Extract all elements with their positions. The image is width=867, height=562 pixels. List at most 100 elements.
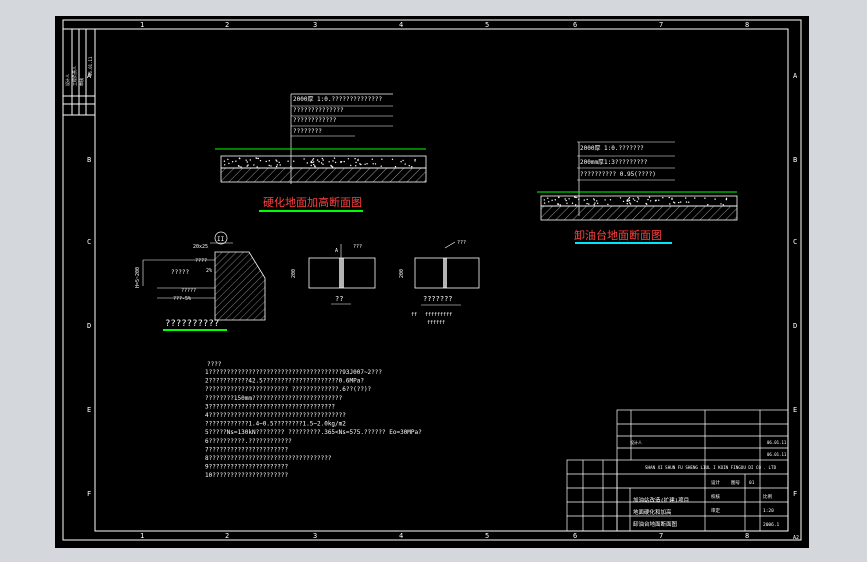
aggregate-dot [551, 199, 553, 201]
sheet-size: A2 [793, 535, 799, 541]
aggregate-dot [586, 202, 588, 205]
column-number-5: 5 [485, 532, 489, 540]
aggregate-dot [593, 204, 595, 206]
row-letter-C: C [793, 238, 797, 246]
aggregate-dot [619, 197, 622, 199]
aggregate-dot [607, 203, 609, 206]
aggregate-dot [237, 165, 240, 167]
aggregate-dot [275, 165, 278, 168]
aggregate-dot [310, 164, 312, 167]
aggregate-dot [414, 159, 416, 161]
detail-curb[interactable]: II 20x25 ????? ????? 2% H=5~200 ???? ???… [135, 231, 266, 331]
aggregate-dot [374, 163, 377, 165]
column-number-8: 8 [745, 21, 749, 29]
aggregate-dot [314, 166, 316, 168]
aggregate-dot [655, 200, 657, 202]
aggregate-dot [318, 161, 320, 163]
detail-joint-c[interactable]: ??? 200 ??????? ff fffffffff ffffff [399, 240, 480, 326]
aggregate-dot [246, 161, 248, 163]
aggregate-dot [239, 157, 241, 160]
tb-scale-value: 1:20 [763, 508, 774, 514]
aggregate-dot [411, 166, 413, 168]
aggregate-dot [279, 164, 281, 166]
aggregate-dot [668, 196, 670, 199]
aggregate-dot [276, 164, 278, 166]
tb-project-3: 卸油台地面断面图 [633, 520, 678, 528]
aggregate-dot [609, 199, 612, 201]
aggregate-dot [247, 164, 249, 166]
detail-b-label-1: A [335, 248, 338, 254]
tb-designer: 设计 [711, 479, 720, 486]
aggregate-dot [312, 158, 315, 160]
detail-joint-b[interactable]: A ??? 200 ?? [291, 244, 376, 305]
notes-line: 8?????????????????????????????????? [205, 455, 332, 462]
section-unloading-platform[interactable]: 2000厚 1:0.??????? 200mm厚1:3????????? ???… [537, 141, 738, 244]
aggregate-dot [359, 163, 361, 165]
aggregate-dot [596, 202, 599, 204]
aggregate-dot [559, 204, 561, 206]
detail-a-label-3: ????? [181, 288, 196, 294]
aggregate-dot [355, 161, 357, 164]
left-layer-3: ???????????? [293, 117, 337, 124]
aggregate-dot [628, 199, 631, 202]
aggregate-dot [554, 199, 556, 201]
column-number-3: 3 [313, 21, 317, 29]
aggregate-dot [647, 198, 649, 201]
aggregate-dot [565, 199, 567, 202]
detail-b-title: ?? [335, 295, 343, 303]
aggregate-dot [320, 162, 323, 164]
aggregate-dot [626, 203, 628, 205]
aggregate-dot [380, 165, 382, 167]
notes-line: 1?????????????????????????????????????93… [205, 369, 382, 376]
aggregate-dot [270, 165, 272, 167]
aggregate-dot [626, 199, 629, 201]
aggregate-dot [634, 199, 636, 201]
aggregate-dot [249, 159, 251, 161]
aggregate-dot [566, 202, 568, 204]
section-hardened-ground[interactable]: 2000厚 1:0.?????????????? ?????????????? … [215, 93, 427, 212]
aggregate-dot [265, 160, 267, 163]
row-letter-C: C [87, 238, 91, 246]
aggregate-dot [334, 161, 337, 164]
aggregate-dot [240, 166, 242, 168]
aggregate-dot [311, 159, 314, 161]
column-number-8: 8 [745, 532, 749, 540]
aggregate-dot [253, 164, 255, 166]
detail-c-label-2: 200 [399, 269, 405, 278]
aggregate-dot [293, 160, 295, 162]
left-layer-1: 2000厚 1:0.?????????????? [293, 96, 382, 103]
aggregate-dot [268, 160, 270, 162]
tb-approver: 审定 [711, 507, 720, 514]
tb-company: SHAN XI SHUN FU SHENG LIUL I KOIN FINGOU… [645, 465, 777, 470]
general-notes[interactable]: ???? 1??????????????????????????????????… [205, 361, 422, 479]
aggregate-dot [543, 202, 546, 204]
aggregate-dot [354, 158, 356, 160]
outer-frame [62, 19, 802, 541]
tb-row-date-2: 06.01.11 [767, 452, 787, 457]
row-letter-E: E [87, 406, 91, 414]
aggregate-dot [371, 158, 373, 160]
detail-a-label-6: ???? [195, 258, 207, 264]
title-block[interactable] [566, 409, 789, 532]
aggregate-dot [558, 196, 560, 199]
aggregate-dot [604, 199, 606, 201]
notes-line: ??????????????????????? ?????????????.6?… [205, 386, 372, 393]
aggregate-dot [257, 157, 260, 160]
notes-heading: ???? [207, 361, 222, 368]
aggregate-dot [720, 203, 722, 205]
aggregate-dot [575, 204, 577, 206]
aggregate-dot [231, 161, 234, 163]
column-number-5: 5 [485, 21, 489, 29]
aggregate-dot [678, 201, 680, 204]
aggregate-dot [360, 163, 362, 166]
column-number-7: 7 [659, 532, 663, 540]
tb-drawing-no-label: 图号 [731, 480, 740, 486]
notes-line: 9?????????????????????? [205, 464, 288, 471]
aggregate-dot [394, 166, 397, 168]
aggregate-dot [662, 197, 664, 199]
aggregate-dot [355, 165, 357, 167]
aggregate-dot [673, 201, 675, 203]
